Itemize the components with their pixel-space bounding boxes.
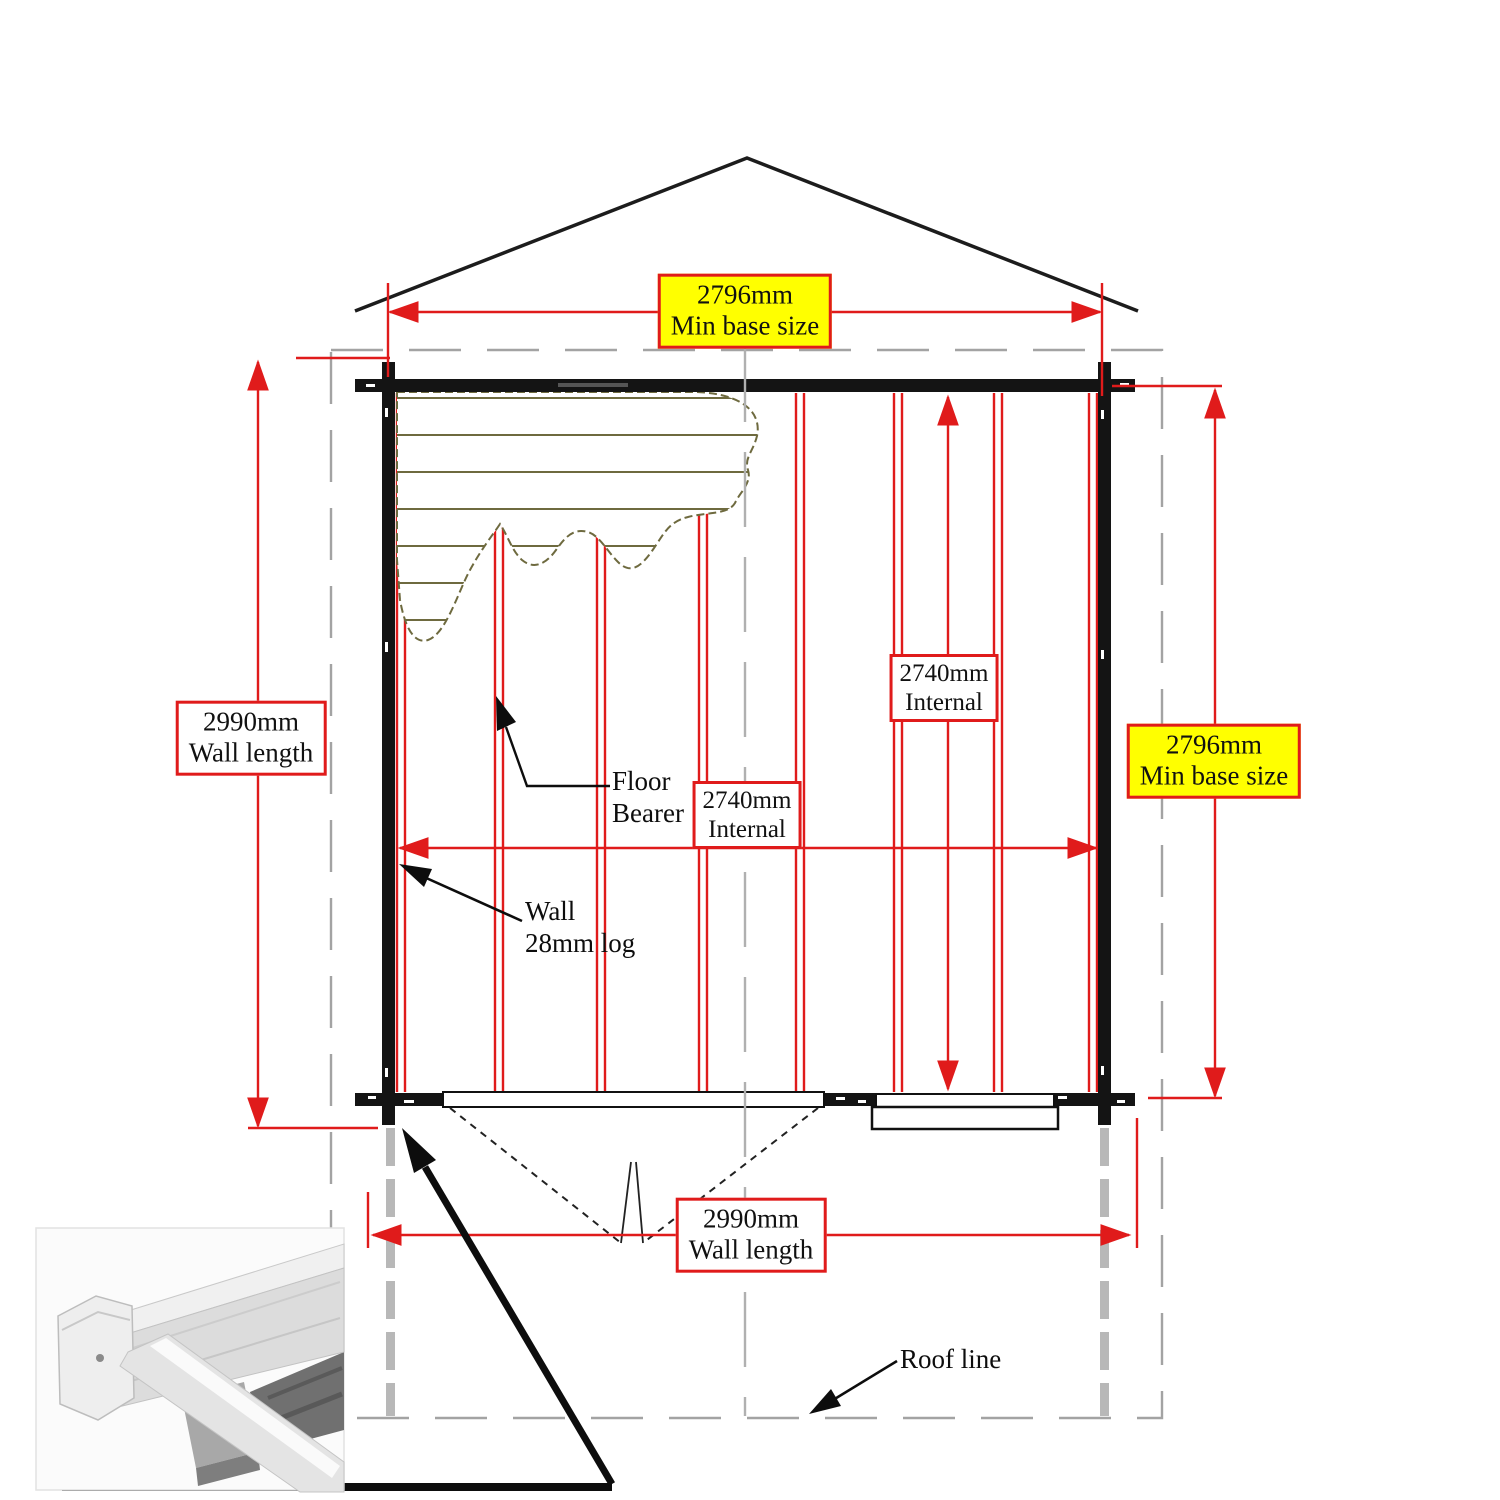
wall-log-label-line2: 28mm log	[525, 927, 636, 958]
dim-label-wall-length-bottom: 2990mm Wall length	[675, 1197, 827, 1273]
floor-bearer-lines	[395, 393, 1099, 1092]
dim-label-wall-length-left: 2990mm Wall length	[175, 700, 327, 776]
dim-value: 2990mm	[202, 706, 300, 737]
dim-label-min-base-top: 2796mm Min base size	[657, 273, 833, 349]
floorboards-drawing	[396, 391, 759, 642]
dim-caption: Min base size	[1139, 761, 1289, 791]
dim-label-min-base-right: 2796mm Min base size	[1126, 723, 1302, 799]
dim-value: 2990mm	[702, 1203, 800, 1234]
wall-log-label-line1: Wall	[525, 896, 576, 926]
wall-right	[1098, 362, 1111, 1125]
wall-left	[382, 362, 395, 1125]
dim-caption: Min base size	[670, 311, 820, 341]
roof-line-label: Roof line	[900, 1344, 1001, 1376]
log-joint-marks	[366, 383, 1129, 1103]
dim-value: 2796mm	[1165, 729, 1262, 760]
wall-log-label: Wall 28mm log	[525, 896, 635, 960]
wall-shade-mark	[558, 383, 628, 387]
annotation-leaders	[399, 696, 898, 1414]
dim-value: 2796mm	[696, 279, 793, 310]
floor-bearer-label-line2: Bearer	[612, 797, 684, 828]
dim-value: 2740mm	[899, 660, 989, 687]
dim-caption: Internal	[708, 816, 786, 843]
door-swing-right	[642, 1107, 819, 1244]
dim-value: 2740mm	[702, 787, 792, 814]
dim-caption: Internal	[905, 689, 983, 716]
dim-label-internal-depth: 2740mm Internal	[889, 654, 999, 722]
wall-log-arrow-icon	[399, 864, 432, 887]
roof-line-label-text: Roof line	[900, 1344, 1002, 1374]
roof-line-arrow-icon	[809, 1389, 841, 1414]
floor-bearer-label: Floor Bearer	[612, 766, 684, 830]
door-swing-left	[449, 1107, 622, 1244]
corner-joint-photo	[35, 1227, 345, 1493]
floor-bearer-arrow-icon	[496, 696, 516, 731]
corner-detail-arrow-icon	[402, 1128, 436, 1173]
floor-bearer-label-line1: Floor	[612, 766, 671, 796]
window	[870, 1093, 1060, 1131]
roof-footprint-outline	[329, 348, 1164, 1420]
dim-caption: Wall length	[188, 738, 314, 768]
dim-label-internal-width: 2740mm Internal	[692, 781, 802, 849]
dim-caption: Wall length	[688, 1235, 814, 1265]
roof-gable-outline	[354, 156, 1139, 313]
double-door	[442, 1091, 825, 1244]
